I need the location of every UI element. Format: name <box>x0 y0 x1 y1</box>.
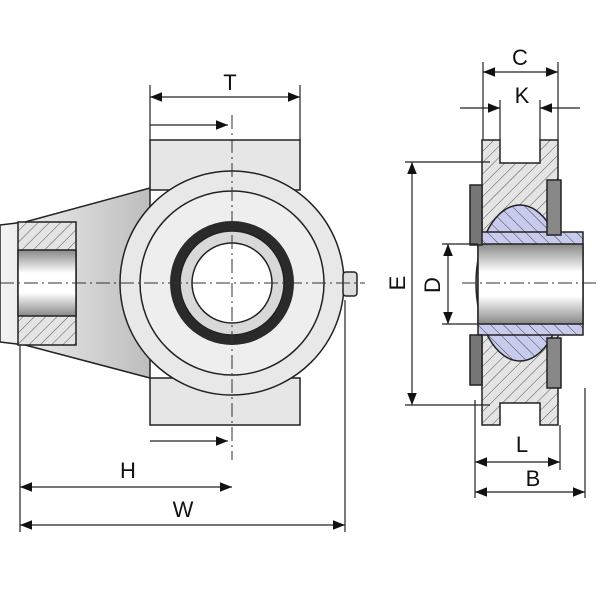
section-view <box>462 139 600 426</box>
dim-label-c: C <box>512 45 528 70</box>
front-view <box>0 115 365 460</box>
shaft-bore <box>477 243 584 325</box>
seal-right-top <box>546 179 562 236</box>
dim-label-w: W <box>173 497 194 522</box>
dim-label-t: T <box>223 70 236 95</box>
dim-label-l: L <box>516 432 528 457</box>
dim-label-e: E <box>385 276 410 291</box>
seal-left-top <box>469 184 483 246</box>
seal-right-bottom <box>546 337 562 389</box>
grease-nipple-icon <box>342 271 358 297</box>
dimensions: T C K E D H W L B <box>19 45 586 532</box>
dim-label-h: H <box>120 458 136 483</box>
dim-label-b: B <box>526 466 541 491</box>
dim-label-k: K <box>515 83 530 108</box>
dim-label-d: D <box>420 277 445 293</box>
seal-left-bottom <box>469 334 483 386</box>
